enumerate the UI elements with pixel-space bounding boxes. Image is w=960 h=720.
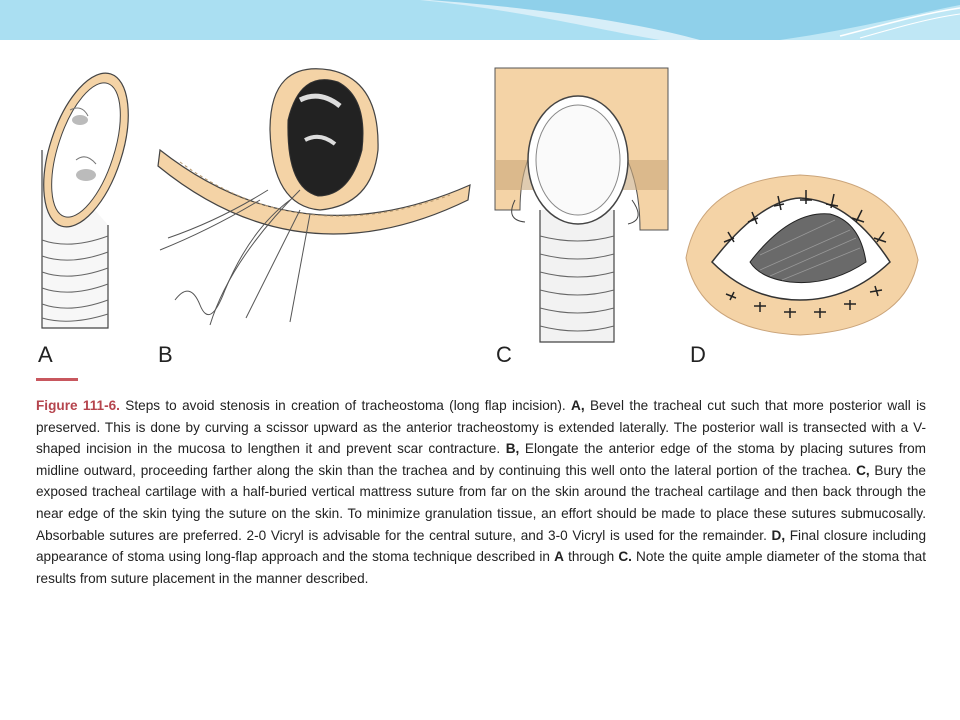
top-banner <box>0 0 960 40</box>
caption-ref-a: A, <box>571 398 585 413</box>
caption-text: Note the quite ample diameter of the sto… <box>36 549 926 586</box>
figure-number: Figure 111-6. <box>36 398 120 413</box>
caption-ref-c: C, <box>856 462 870 478</box>
panel-c-illustration <box>494 67 669 343</box>
panel-label-c: C <box>496 342 512 367</box>
caption-ref-c: C. <box>618 549 632 565</box>
panel-a-illustration <box>41 72 129 329</box>
caption-ref-b: B, <box>505 441 520 457</box>
panel-d-illustration <box>685 174 919 336</box>
caption-divider <box>36 378 78 381</box>
caption-ref-d: D, <box>771 527 786 543</box>
figure-caption: Figure 111-6. Steps to avoid stenosis in… <box>36 395 926 589</box>
caption-text: Bevel the tracheal cut such that more po… <box>36 398 926 457</box>
caption-text: Elongate the anterior edge of the stoma … <box>36 441 926 478</box>
caption-text: Steps to avoid stenosis in creation of t… <box>119 398 572 413</box>
caption-text: Bury the exposed tracheal cartilage with… <box>36 462 926 543</box>
caption-text: through <box>563 549 619 565</box>
caption-ref-a: A <box>554 549 564 565</box>
panel-b-illustration <box>157 68 471 326</box>
panel-label-b: B <box>158 342 173 367</box>
panel-label-d: D <box>690 342 706 367</box>
panel-label-a: A <box>38 342 53 367</box>
figure-illustrations <box>41 67 919 343</box>
caption-text: Final closure including appearance of st… <box>36 527 927 565</box>
